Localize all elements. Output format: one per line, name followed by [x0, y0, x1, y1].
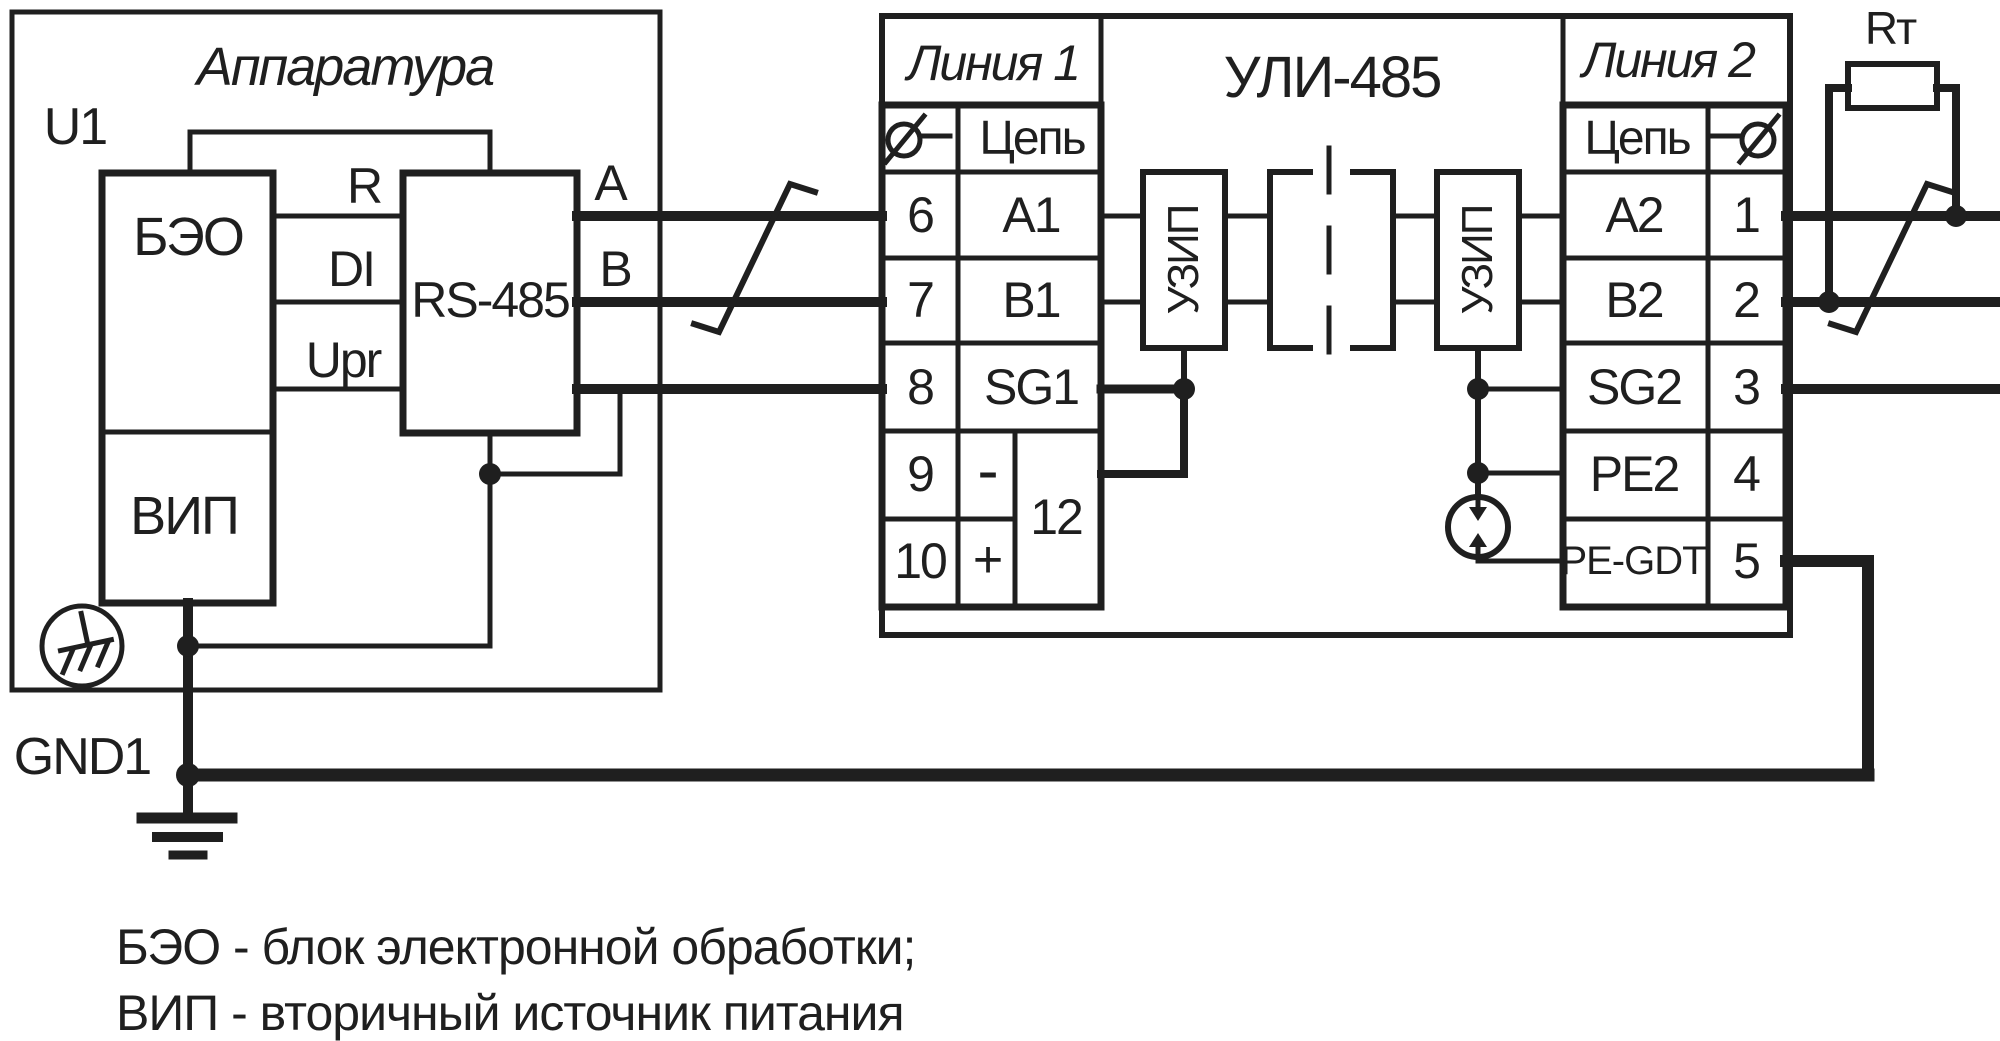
wires-line1 — [572, 211, 887, 394]
line2-pin: 5 — [1733, 533, 1761, 589]
line1-circuit: B1 — [1002, 272, 1061, 328]
line1-pin: 6 — [907, 187, 935, 243]
line1-circuit: + — [972, 531, 1003, 589]
apparatus-title: Аппаратура — [196, 37, 495, 97]
line1-header-circuit: Цепь — [979, 112, 1086, 165]
line2-pin: 3 — [1733, 359, 1761, 415]
wires-beo-rs485 — [270, 213, 406, 392]
terminal-icon-left — [882, 112, 953, 166]
rs485-block-label: RS-485 — [411, 272, 571, 328]
line1-pin: 8 — [907, 359, 935, 415]
line2-circuit: PE-GDT — [1560, 539, 1706, 583]
signal-upr-label: Upr — [305, 332, 383, 388]
cable-mark-icon-right — [1827, 180, 1956, 336]
uli485-title: УЛИ-485 — [1223, 45, 1443, 110]
junction-dot — [1173, 378, 1195, 400]
uzip2-label: УЗИП — [1453, 205, 1502, 315]
line1-merged-pin: 12 — [1030, 489, 1084, 545]
output-b-label: B — [599, 241, 632, 297]
apparatus-box — [9, 9, 663, 693]
line1-pin: 7 — [907, 272, 935, 328]
junction-dot — [1467, 378, 1489, 400]
line1-circuit: SG1 — [983, 359, 1080, 415]
line2-circuit: B2 — [1605, 272, 1664, 328]
beo-block-label: БЭО — [133, 207, 245, 267]
signal-di-label: DI — [328, 241, 376, 297]
wire-beo-rs485-top — [187, 129, 493, 176]
gnd1-label: GND1 — [13, 728, 152, 786]
gdt-icon — [1445, 494, 1511, 560]
vip-block-label: ВИП — [130, 486, 240, 546]
legend-line-1: БЭО - блок электронной обработки; — [116, 919, 916, 975]
apparatus-designator: U1 — [43, 98, 109, 156]
wire-ground-return — [181, 555, 1875, 782]
line2-circuit: A2 — [1605, 187, 1664, 243]
legend-line-2: ВИП - вторичный источник питания — [116, 985, 905, 1041]
uzip1-label: УЗИП — [1159, 205, 1208, 315]
cable-mark-icon-left — [690, 180, 819, 336]
earth-ground-icon — [136, 770, 238, 860]
signal-r-label: R — [346, 158, 383, 214]
junction-dot — [479, 463, 501, 485]
terminating-resistor — [1825, 61, 1960, 306]
line2-circuit: SG2 — [1586, 359, 1683, 415]
junction-dot — [177, 635, 199, 657]
wire-stubs-a-b — [1098, 213, 1566, 305]
line2-circuit: PE2 — [1589, 446, 1681, 502]
line1-circuit: A1 — [1002, 187, 1061, 243]
junction-dot — [1818, 291, 1840, 313]
line2-pin: 1 — [1733, 187, 1761, 243]
line2-header-circuit: Цепь — [1584, 112, 1691, 165]
line1-pin: 9 — [907, 446, 935, 502]
line1-pin: 10 — [894, 533, 948, 589]
terminal-icon-right — [1709, 112, 1782, 166]
line1-terminal-table — [878, 101, 1105, 611]
output-a-label: A — [594, 155, 627, 211]
line1-circuit: - — [977, 434, 998, 506]
chassis-ground-icon — [39, 603, 125, 689]
line2-title: Линия 2 — [1582, 32, 1756, 88]
line2-terminal-table — [1559, 101, 1790, 611]
line2-pin: 4 — [1733, 446, 1761, 502]
junction-dot — [1467, 462, 1489, 484]
terminator-label: Rт — [1864, 2, 1917, 54]
uzip1-ground-wiring — [1096, 345, 1189, 478]
uzip2-ground-wiring — [1475, 345, 1566, 564]
line1-title: Линия 1 — [907, 35, 1081, 91]
isolation-barrier-icon — [1267, 145, 1396, 375]
junction-dot — [1945, 205, 1967, 227]
line2-pin: 2 — [1733, 272, 1761, 328]
